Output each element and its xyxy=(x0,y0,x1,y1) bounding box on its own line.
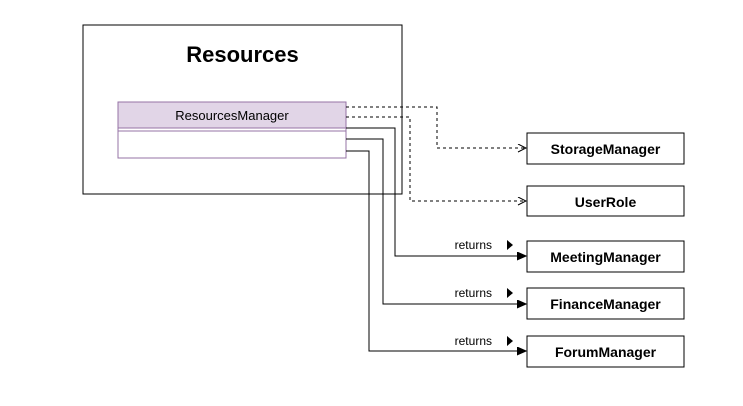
box-forum-manager[interactable]: ForumManager xyxy=(526,335,685,368)
class-name: ResourcesManager xyxy=(175,108,289,123)
edge-label-meeting: returns xyxy=(455,238,492,252)
direction-triangle-icon xyxy=(507,288,513,298)
package-title: Resources xyxy=(186,42,299,67)
box-finance-manager[interactable]: FinanceManager xyxy=(526,287,685,320)
box-label-meeting-manager: MeetingManager xyxy=(550,249,661,265)
box-user-role[interactable]: UserRole xyxy=(526,185,685,217)
edge-label-forum: returns xyxy=(455,334,492,348)
edge-user-role[interactable] xyxy=(346,116,526,201)
edge-forum-manager[interactable] xyxy=(346,150,526,351)
box-label-forum-manager: ForumManager xyxy=(555,344,657,360)
box-label-user-role: UserRole xyxy=(575,194,637,210)
edge-finance-manager[interactable] xyxy=(346,138,526,304)
edge-meeting-manager[interactable] xyxy=(346,127,526,256)
class-methods-compartment xyxy=(117,130,347,159)
edge-label-finance: returns xyxy=(455,286,492,300)
box-storage-manager[interactable]: StorageManager xyxy=(526,132,685,165)
direction-triangle-icon xyxy=(507,336,513,346)
edge-storage-manager[interactable] xyxy=(346,106,526,148)
class-resources-manager[interactable]: ResourcesManager xyxy=(117,101,347,159)
box-label-finance-manager: FinanceManager xyxy=(550,296,661,312)
box-label-storage-manager: StorageManager xyxy=(551,141,661,157)
direction-triangle-icon xyxy=(507,240,513,250)
class-header xyxy=(117,101,347,129)
box-meeting-manager[interactable]: MeetingManager xyxy=(526,240,685,273)
